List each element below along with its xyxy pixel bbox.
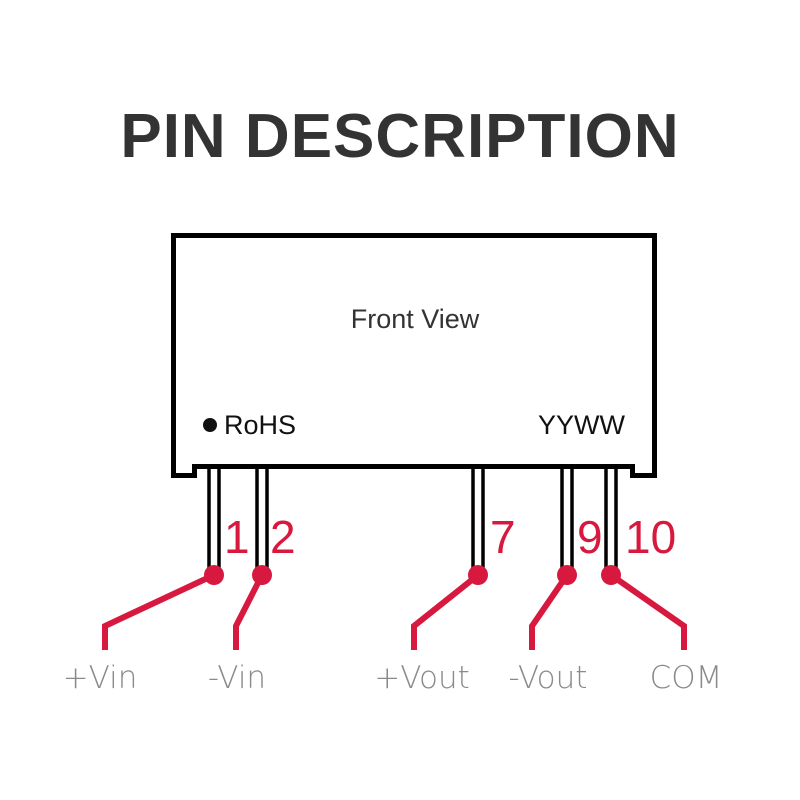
- package-outline: [171, 233, 657, 478]
- pin-leader-line: [411, 572, 480, 650]
- pin-dot-icon: [204, 565, 224, 585]
- rohs-label: RoHS: [224, 410, 296, 440]
- pin-dot-icon: [557, 565, 577, 585]
- pin-leader-line: [609, 572, 687, 650]
- pin-dot-icon: [252, 565, 272, 585]
- pin-function-label: -Vout: [509, 660, 588, 696]
- date-code-label: YYWW: [538, 410, 626, 440]
- pin-function-label: +Vout: [374, 660, 470, 696]
- pin-1: 1 +Vin: [63, 468, 250, 696]
- pin-2: 2 -Vin: [208, 468, 296, 696]
- package-body: Front View RoHS YYWW: [171, 233, 657, 478]
- pin-leader-line: [233, 573, 265, 650]
- pin-number: 7: [490, 511, 516, 563]
- pin-function-label: -Vin: [208, 660, 266, 696]
- pin-number: 9: [577, 511, 603, 563]
- pin-leader-line: [102, 572, 216, 650]
- pin-leader-line: [529, 573, 570, 650]
- front-view-label: Front View: [351, 304, 480, 334]
- pin-function-label: +Vin: [63, 660, 138, 696]
- pin-number: 1: [224, 511, 250, 563]
- pin-function-label: COM: [650, 660, 723, 696]
- pin-number: 10: [625, 511, 676, 563]
- pin-number: 2: [270, 511, 296, 563]
- page-title: PIN DESCRIPTION: [120, 102, 679, 171]
- pin-9: 9 -Vout: [509, 468, 603, 696]
- pin-dot-icon: [468, 565, 488, 585]
- pin-7: 7 +Vout: [374, 468, 516, 696]
- rohs-dot-icon: [203, 418, 217, 432]
- pin-dot-icon: [601, 565, 621, 585]
